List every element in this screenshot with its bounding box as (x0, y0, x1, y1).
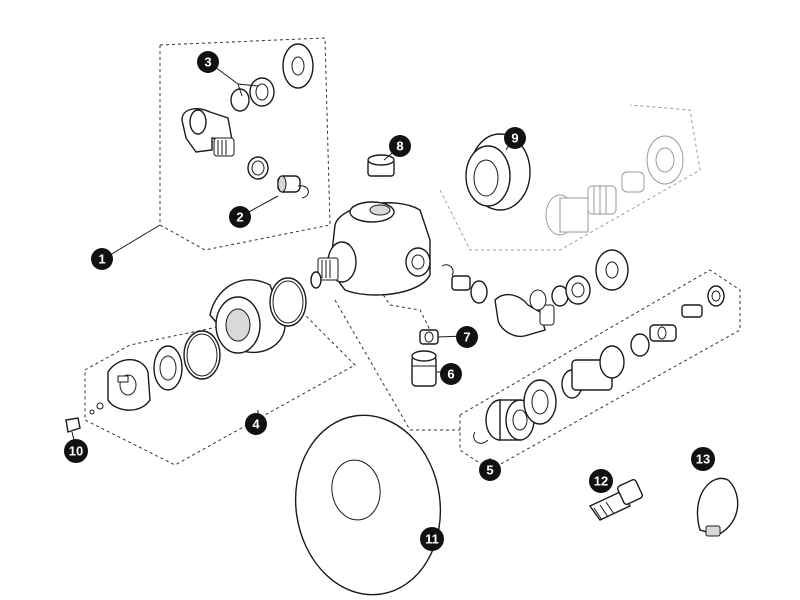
olive-part-7 (419, 329, 439, 345)
elbow-outlet-right (494, 289, 555, 337)
elbow-inlet-left (181, 108, 235, 157)
end-nut-group-5 (707, 285, 725, 307)
svg-text:4: 4 (252, 417, 260, 432)
callout-3: 3 (197, 51, 219, 73)
callout-8: 8 (389, 135, 411, 157)
svg-text:5: 5 (486, 463, 493, 478)
leader-2 (244, 195, 279, 215)
callout-12: 12 (589, 469, 613, 493)
callout-1: 1 (91, 248, 113, 270)
callout-13: 13 (691, 447, 715, 471)
link-body-to-7 (379, 289, 431, 331)
splined-adaptor (153, 345, 183, 391)
callout-2: 2 (229, 206, 251, 228)
check-valve-part-2 (277, 175, 309, 199)
group-4-boundary (84, 309, 356, 466)
o-ring-large-2 (183, 330, 221, 380)
o-ring-group-1 (247, 156, 269, 180)
bearing-ring-group-5 (523, 379, 557, 425)
o-ring-large-1 (269, 277, 307, 327)
svg-text:13: 13 (696, 452, 710, 467)
svg-text:6: 6 (447, 367, 454, 382)
union-fitting-part-6 (411, 350, 437, 387)
svg-text:3: 3 (204, 55, 211, 70)
valve-body (310, 201, 431, 296)
callout-11: 11 (420, 527, 444, 551)
callout-4: 4 (245, 413, 267, 435)
cartridge-housing-part-9 (465, 133, 531, 211)
extension-fitting-part-12 (588, 478, 644, 521)
cap-part-8 (367, 154, 395, 177)
callout-7: 7 (456, 326, 478, 348)
washer-group-5 (630, 333, 650, 357)
callout-5: 5 (479, 459, 501, 481)
ghost-cartridge-assembly (545, 135, 684, 236)
circlip-group-5 (473, 431, 489, 444)
svg-text:9: 9 (511, 131, 518, 146)
control-knob-assembly (89, 358, 151, 415)
pin-group-5 (681, 304, 703, 318)
callout-10: 10 (64, 439, 88, 463)
compression-nut-group-1 (230, 77, 275, 112)
clip-part-10 (65, 417, 81, 433)
callout-9: 9 (504, 127, 526, 149)
svg-text:12: 12 (594, 474, 608, 489)
shower-knob-part-13 (696, 477, 739, 537)
link-body-to-5 (334, 299, 411, 431)
svg-text:10: 10 (69, 444, 83, 459)
leader-3b (237, 83, 243, 97)
group-9-boundary (439, 104, 701, 251)
svg-text:7: 7 (463, 330, 470, 345)
threaded-nut-group-5 (485, 399, 535, 441)
compression-nut-right (451, 275, 471, 291)
compression-nut-right-2 (551, 275, 591, 307)
spindle-group-5 (561, 345, 625, 399)
leader-3c (237, 83, 259, 87)
flange-washer-group-1 (282, 43, 314, 89)
svg-text:8: 8 (396, 139, 403, 154)
flange-washer-right (595, 249, 629, 291)
svg-text:2: 2 (236, 210, 243, 225)
svg-text:1: 1 (98, 252, 105, 267)
o-ring-right (470, 280, 488, 304)
leader-1 (109, 224, 161, 256)
callout-6: 6 (440, 363, 462, 385)
handle-lever (209, 279, 286, 354)
group-1-boundary (159, 37, 331, 251)
circlip-right (441, 264, 454, 277)
wall-plate-part-11 (294, 414, 442, 596)
svg-text:11: 11 (425, 532, 439, 547)
valve-stem-group-5 (649, 324, 677, 342)
group-5-boundary (459, 269, 741, 471)
